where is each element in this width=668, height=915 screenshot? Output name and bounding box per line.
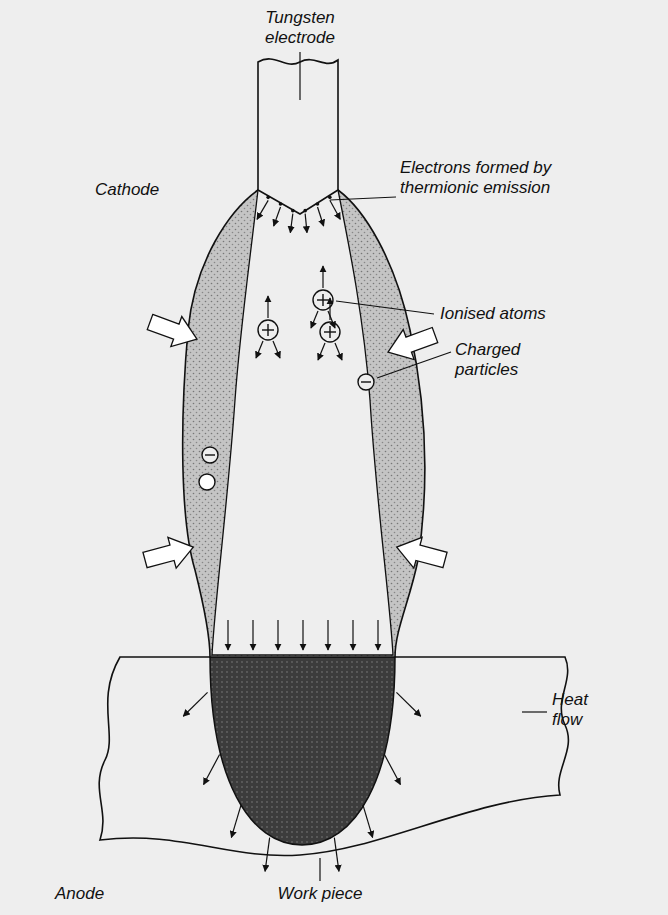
flow-arrow bbox=[363, 805, 373, 838]
flow-arrow bbox=[311, 311, 318, 328]
flow-arrow bbox=[274, 207, 281, 226]
pinch-arrow bbox=[141, 307, 449, 575]
flow-arrow bbox=[305, 214, 307, 233]
flow-arrow bbox=[384, 755, 400, 785]
flow-arrow bbox=[328, 311, 335, 328]
flow-arrow bbox=[318, 343, 325, 360]
arc-column bbox=[212, 190, 393, 655]
workpiece-outline bbox=[99, 657, 568, 856]
electron-label: Electrons formed by thermionic emission bbox=[400, 158, 590, 198]
flow-arrow bbox=[396, 692, 420, 716]
flow-arrow bbox=[257, 200, 268, 219]
flow-arrow bbox=[265, 838, 270, 872]
electrode-label: Tungsten electrode bbox=[255, 8, 345, 48]
flow-arrow bbox=[204, 755, 220, 785]
workpiece-label: Work piece bbox=[260, 884, 380, 904]
flow-arrow bbox=[290, 214, 293, 233]
flow-arrow bbox=[334, 838, 339, 872]
flow-arrow bbox=[267, 296, 268, 318]
flow-arrow bbox=[183, 692, 207, 716]
flow-arrow bbox=[252, 620, 253, 650]
ion-label: Ionised atoms bbox=[440, 304, 546, 324]
flow-arrow bbox=[335, 343, 342, 360]
weld-pool bbox=[210, 657, 395, 845]
flow-arrow bbox=[322, 266, 323, 288]
tungsten-electrode bbox=[258, 59, 338, 214]
flow-arrow bbox=[352, 620, 353, 650]
arc-plasma-sheath bbox=[183, 190, 425, 657]
flow-arrow bbox=[273, 341, 280, 358]
flow-arrow bbox=[277, 620, 278, 650]
particle-label: Charged particles bbox=[455, 340, 535, 380]
flow-arrow bbox=[231, 805, 241, 838]
flow-arrow bbox=[377, 620, 378, 650]
ionised-atom bbox=[258, 290, 340, 342]
flow-arrow bbox=[227, 620, 228, 650]
flow-arrow bbox=[329, 298, 330, 320]
flow-arrow bbox=[330, 200, 340, 219]
flow-arrows bbox=[183, 196, 420, 872]
flow-arrow bbox=[302, 620, 303, 650]
charged-particle bbox=[199, 374, 374, 490]
anode-label: Anode bbox=[55, 884, 104, 904]
flow-arrow bbox=[318, 207, 324, 226]
flow-arrow bbox=[327, 620, 328, 650]
cathode-label: Cathode bbox=[95, 180, 159, 200]
flow-arrow bbox=[256, 341, 263, 358]
heat-label: Heat flow bbox=[552, 690, 607, 730]
